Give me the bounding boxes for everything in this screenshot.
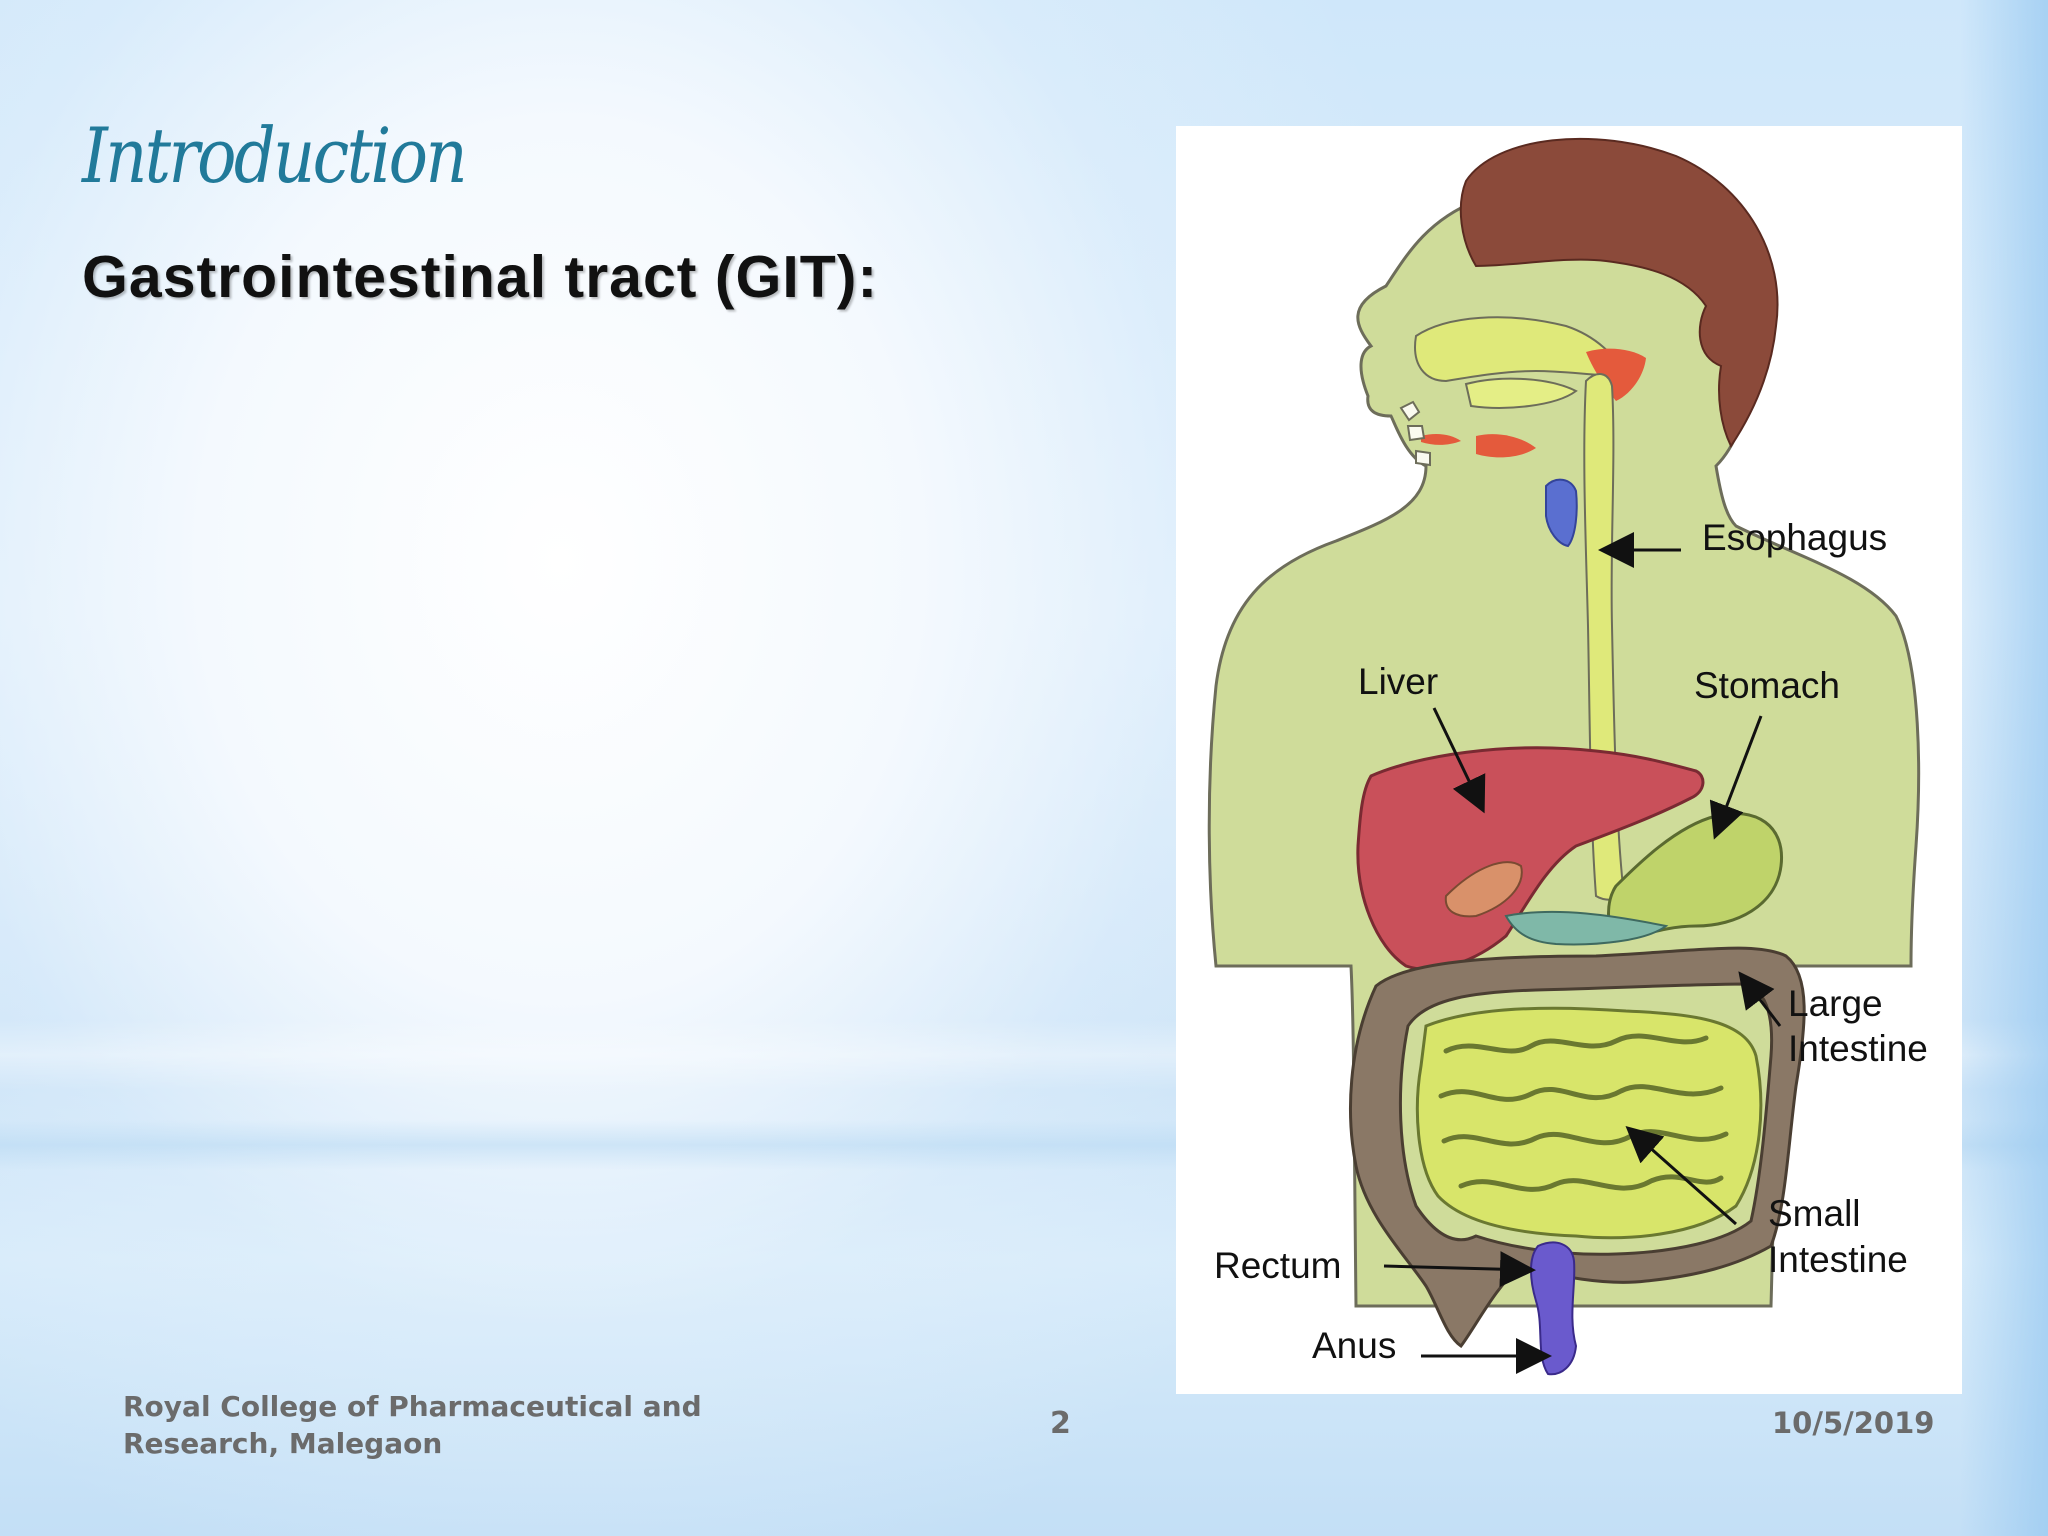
- small-intestine: [1415, 1006, 1763, 1240]
- footer-institution: Royal College of Pharmaceutical and Rese…: [123, 1390, 702, 1460]
- digestive-system-diagram: Esophagus Liver Stomach Large Intestine …: [1176, 126, 1962, 1394]
- label-rectum: Rectum: [1214, 1245, 1341, 1286]
- rectum: [1530, 1241, 1578, 1376]
- salivary-gland: [1421, 433, 1461, 445]
- trachea: [1545, 478, 1578, 548]
- label-small-intestine-line1: Small: [1768, 1193, 1861, 1234]
- footer-page-number: 2: [1050, 1406, 1071, 1441]
- teeth: [1399, 400, 1431, 467]
- large-intestine: [1349, 946, 1806, 1349]
- footer-date: 10/5/2019: [1772, 1406, 1935, 1440]
- label-liver: Liver: [1358, 661, 1438, 702]
- salivary-gland: [1476, 434, 1536, 458]
- label-large-intestine-line2: Intestine: [1788, 1028, 1928, 1069]
- label-large-intestine-line1: Large: [1788, 983, 1883, 1024]
- label-small-intestine-line2: Intestine: [1768, 1239, 1908, 1280]
- slide-title: Introduction: [82, 111, 468, 200]
- liver: [1356, 746, 1705, 971]
- label-esophagus: Esophagus: [1702, 517, 1887, 558]
- background-glow: [1960, 0, 2048, 1536]
- salivary-gland: [1586, 348, 1646, 401]
- hair: [1459, 137, 1779, 448]
- label-stomach: Stomach: [1694, 665, 1840, 706]
- label-anus: Anus: [1312, 1325, 1396, 1366]
- pancreas: [1504, 910, 1669, 946]
- gallbladder: [1444, 861, 1523, 918]
- slide-subtitle: Gastrointestinal tract (GIT):: [82, 244, 879, 310]
- tongue: [1464, 377, 1578, 409]
- small-intestine-folds: [1438, 1033, 1729, 1192]
